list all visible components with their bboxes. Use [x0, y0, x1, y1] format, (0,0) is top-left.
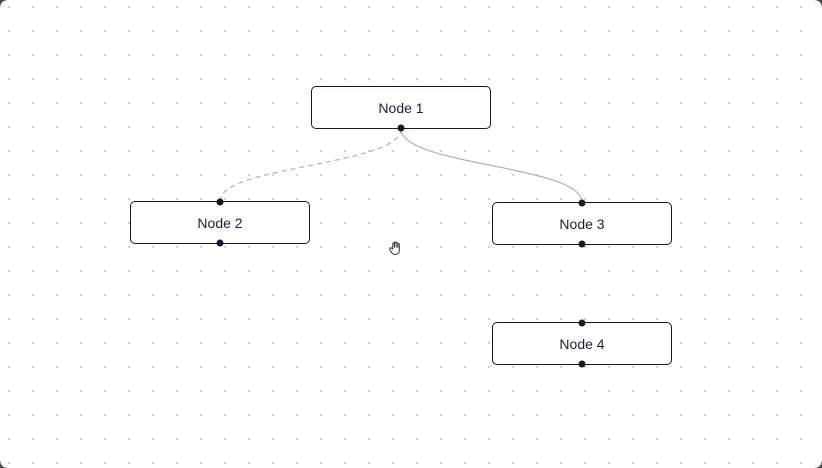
- node-3[interactable]: Node 3: [492, 199, 672, 248]
- node-1-label: Node 1: [378, 99, 424, 116]
- node-2-target-handle[interactable]: [216, 198, 224, 206]
- node-4-target-handle[interactable]: [578, 319, 586, 327]
- grab-hand-cursor: [386, 238, 406, 258]
- node-3-label: Node 3: [559, 215, 605, 232]
- node-1-source-handle[interactable]: [397, 124, 405, 132]
- window-corner-artifact: [0, 0, 7, 7]
- window-corner-artifact: [0, 461, 7, 468]
- node-2-label: Node 2: [197, 214, 243, 231]
- node-4[interactable]: Node 4: [492, 319, 672, 368]
- node-2-source-handle[interactable]: [216, 239, 224, 247]
- node-4-source-handle[interactable]: [578, 360, 586, 368]
- node-3-target-handle[interactable]: [578, 199, 586, 207]
- node-2[interactable]: Node 2: [130, 198, 310, 247]
- node-4-label: Node 4: [559, 335, 605, 352]
- node-3-source-handle[interactable]: [578, 240, 586, 248]
- window-corner-artifact: [815, 0, 822, 7]
- edge-node1-node3[interactable]: [400, 128, 583, 203]
- edge-node1-node2-dashed[interactable]: [219, 128, 402, 202]
- node-1[interactable]: Node 1: [311, 86, 491, 132]
- window-corner-artifact: [815, 461, 822, 468]
